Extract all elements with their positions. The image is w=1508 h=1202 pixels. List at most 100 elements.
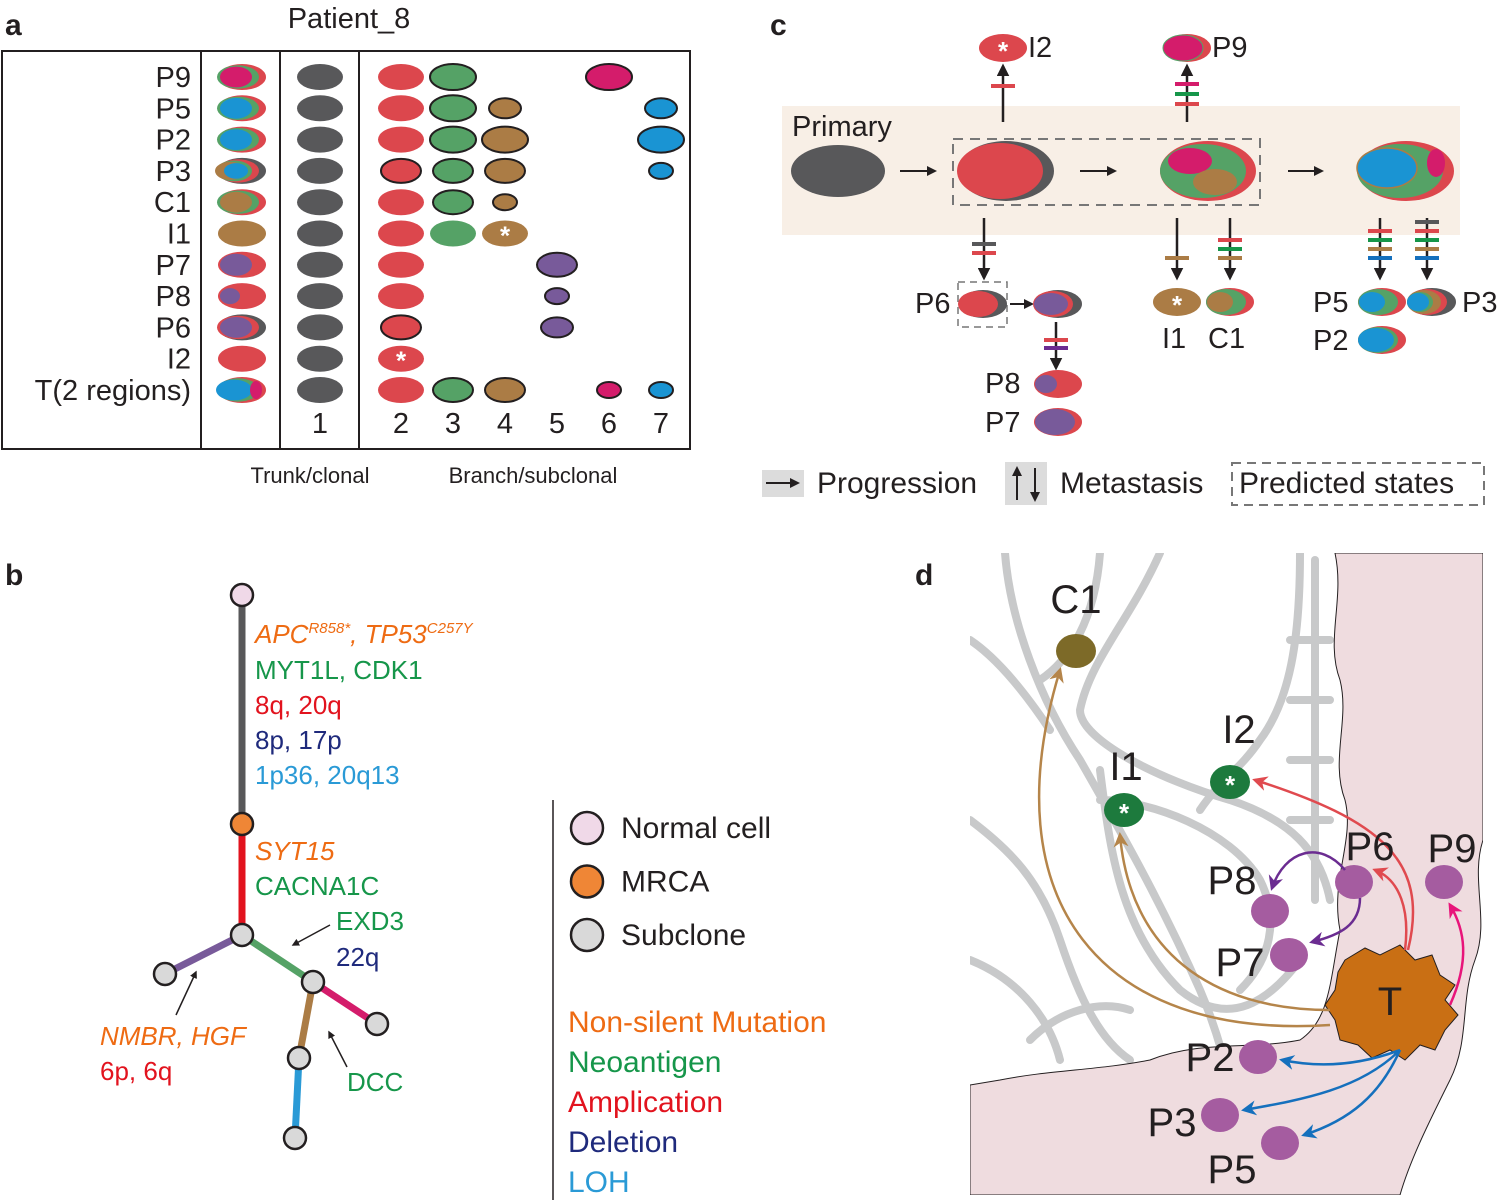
panel-c-evolution-model: Primary * I2 P9: [762, 32, 1497, 506]
annotation-arrow: [328, 1030, 348, 1068]
subclone-node: [229, 922, 255, 948]
neoantigen-star-icon: *: [998, 36, 1009, 66]
clone-3-mark: [430, 220, 476, 247]
clone-2-mark: [378, 283, 424, 310]
legend-node-label: Normal cell: [621, 812, 771, 845]
sample-row: I1*: [167, 219, 528, 251]
metastasis-arrow-c1: [1037, 667, 1331, 1028]
clone-6-mark: [596, 381, 622, 399]
sample-label-p7: P7: [985, 407, 1020, 439]
sample-label-i1: I1: [1162, 323, 1186, 355]
mrca-mutation: SYT15: [255, 836, 335, 866]
legend-category-label: Neoantigen: [568, 1046, 721, 1079]
primary-tumor: [1324, 944, 1459, 1061]
panel-label-a: a: [5, 9, 22, 42]
clone-7-mark: [637, 125, 685, 154]
purple-branch-amplifications: 6p, 6q: [100, 1056, 172, 1086]
clone-4-mark: [481, 125, 529, 154]
node-p2: [1239, 1040, 1277, 1074]
clone-1-mark: [297, 377, 343, 403]
metastasis-arrow-p5: [1301, 1049, 1402, 1139]
sample-label: I2: [167, 344, 191, 376]
p8-fill: [1035, 375, 1057, 393]
clone-2-mark: [380, 314, 422, 341]
legend-predicted-states: Predicted states: [1239, 467, 1454, 500]
node-p7: [1270, 938, 1308, 972]
sample-label: P9: [156, 62, 191, 94]
mrca-neoantigen: CACNA1C: [255, 871, 379, 901]
p2-sample: [1358, 326, 1406, 354]
site-label-p5: P5: [1208, 1148, 1257, 1192]
clone-1-mark: [297, 251, 343, 278]
clone-number: 1: [312, 408, 328, 440]
sample-row: T(2 regions): [35, 375, 674, 407]
trunk-mutations: APCR858*, TP53C257Y: [253, 619, 474, 649]
panel-label-d: d: [915, 559, 933, 592]
sample-label: P7: [156, 250, 191, 282]
composition-clone-4: [220, 191, 252, 213]
clone7-state: [1356, 141, 1454, 201]
green-branch-neoantigen: EXD3: [336, 906, 404, 936]
trunk-deletions: 8p, 17p: [255, 725, 342, 755]
sample-row: I2*: [167, 344, 424, 376]
subclone-node: [300, 969, 326, 995]
c1-sample: [1206, 288, 1254, 316]
subclone-node: [364, 1011, 390, 1037]
node-p5: [1261, 1126, 1299, 1160]
sample-label: P5: [156, 93, 191, 125]
metastasis-legend-swatch: [1005, 462, 1047, 505]
neoantigen-star-icon: *: [1172, 290, 1183, 320]
trunk-loh: 1p36, 20q13: [255, 760, 400, 790]
magenta-branch: [311, 979, 379, 1027]
sample-label-p6: P6: [915, 288, 950, 320]
clone-number: 6: [601, 408, 617, 440]
clone-number: 4: [497, 408, 513, 440]
legend-node-swatch: [569, 810, 605, 846]
legend-category-label: Non-silent Mutation: [568, 1006, 826, 1039]
neoantigen-star-icon: *: [1225, 770, 1236, 800]
composition-clone-7: [216, 379, 252, 401]
clone-3-mark: [429, 125, 477, 154]
metastasis-arrow-i2: [1252, 776, 1415, 951]
sample-row: P7: [156, 250, 578, 282]
predicted-legend-box: [1231, 462, 1485, 506]
sample-label: P6: [156, 312, 191, 344]
neoantigen-star-icon: *: [1119, 798, 1130, 828]
sample-label-i2: I2: [1028, 32, 1052, 64]
clone-7-mark: [648, 161, 674, 180]
metastasis-arrow-p6: [1372, 867, 1408, 951]
metastasis-arrow-p2: [1279, 1048, 1401, 1070]
normal-cell-node: [229, 582, 255, 608]
clone-1-mark: [297, 345, 343, 372]
p5-sample: [1358, 288, 1406, 316]
clone-2-mark: [378, 189, 424, 216]
sample-label: T(2 regions): [35, 375, 191, 407]
clone-2-mark: [378, 377, 424, 403]
clone3-4-6-state: [1160, 141, 1256, 201]
site-label-c1: C1: [1050, 578, 1101, 622]
sample-row: P9: [156, 62, 633, 94]
metastasis-arrow-i1: [1113, 832, 1331, 1012]
predicted-state-box: [957, 281, 1008, 328]
site-label-i2: I2: [1222, 708, 1255, 752]
p9-fill: [1162, 34, 1204, 62]
clone-2-mark: [378, 345, 424, 372]
clone-4-mark: [482, 220, 528, 247]
sample-row: P2: [156, 125, 685, 157]
brown-branch: [295, 981, 317, 1059]
site-label-i1: I1: [1109, 745, 1142, 789]
clone-1-mark: [297, 157, 343, 184]
clone-7-mark: [644, 97, 678, 120]
composition-clone-5: [220, 317, 252, 338]
site-label-p9: P9: [1428, 827, 1477, 871]
clone-5-mark: [540, 316, 574, 339]
subclone-node: [152, 961, 178, 987]
clone-5-mark: [544, 287, 570, 306]
legend-category-label: Deletion: [568, 1126, 678, 1159]
site-label-p7: P7: [1216, 941, 1265, 985]
purple-branch: [163, 931, 244, 978]
composition-clone-6: [250, 381, 262, 399]
node-p9: [1425, 865, 1463, 899]
